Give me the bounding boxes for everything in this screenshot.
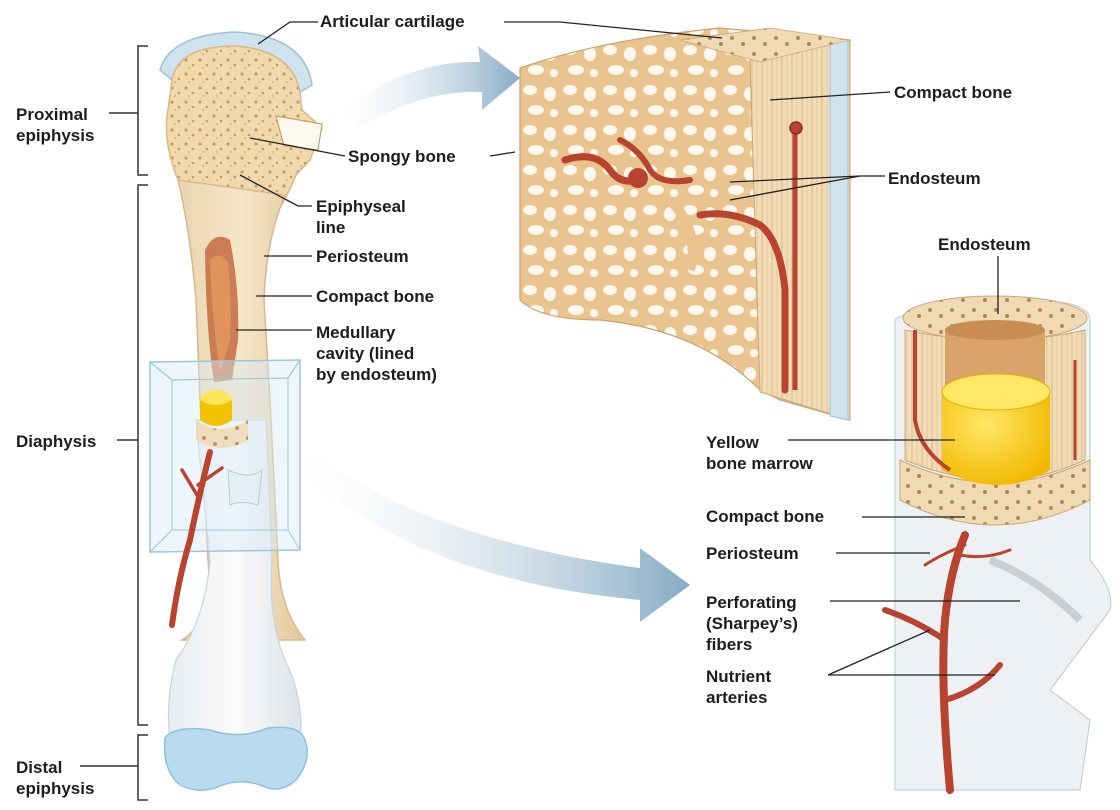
label-proximal-epiphysis-line1: Proximal <box>16 104 94 125</box>
spongy-bone-block <box>520 28 850 420</box>
label-medullary-cavity-line3: by endosteum) <box>316 364 437 385</box>
label-medullary-cavity: Medullary cavity (lined by endosteum) <box>316 322 437 385</box>
label-compact-bone-top: Compact bone <box>894 82 1012 103</box>
arrow-to-spongy-section <box>340 46 520 128</box>
label-epiphyseal-line: Epiphyseal line <box>316 196 406 238</box>
label-medullary-cavity-line2: cavity (lined <box>316 343 437 364</box>
distal-epiphysis <box>165 727 308 790</box>
label-periosteum-left: Periosteum <box>316 246 409 267</box>
region-brackets <box>80 46 148 800</box>
label-distal-epiphysis-line1: Distal <box>16 757 94 778</box>
label-compact-bone-right: Compact bone <box>706 506 824 527</box>
label-proximal-epiphysis-line2: epiphysis <box>16 125 94 146</box>
label-nutrient-arteries: Nutrient arteries <box>706 666 771 708</box>
label-epiphyseal-line-line1: Epiphyseal <box>316 196 406 217</box>
label-nutrient-arteries-line2: arteries <box>706 687 771 708</box>
label-yellow-bone-marrow-line1: Yellow <box>706 432 813 453</box>
label-diaphysis: Diaphysis <box>16 431 96 452</box>
label-medullary-cavity-line1: Medullary <box>316 322 437 343</box>
label-yellow-bone-marrow-line2: bone marrow <box>706 453 813 474</box>
label-distal-epiphysis: Distal epiphysis <box>16 757 94 799</box>
label-endosteum-right: Endosteum <box>938 234 1031 255</box>
shaft-section <box>885 296 1111 790</box>
label-proximal-epiphysis: Proximal epiphysis <box>16 104 94 146</box>
label-nutrient-arteries-line1: Nutrient <box>706 666 771 687</box>
label-distal-epiphysis-line2: epiphysis <box>16 778 94 799</box>
label-endosteum-top: Endosteum <box>888 168 981 189</box>
label-perforating-fibers-line3: fibers <box>706 634 798 655</box>
label-periosteum-right: Periosteum <box>706 543 799 564</box>
label-spongy-bone: Spongy bone <box>348 146 456 167</box>
label-perforating-fibers-line1: Perforating <box>706 592 798 613</box>
long-bone <box>150 32 322 790</box>
label-compact-bone-left: Compact bone <box>316 286 434 307</box>
label-epiphyseal-line-line2: line <box>316 217 406 238</box>
label-perforating-fibers-line2: (Sharpey’s) <box>706 613 798 634</box>
label-articular-cartilage: Articular cartilage <box>320 11 465 32</box>
label-perforating-fibers: Perforating (Sharpey’s) fibers <box>706 592 798 655</box>
arrow-to-shaft-section <box>300 452 690 622</box>
label-yellow-bone-marrow: Yellow bone marrow <box>706 432 813 474</box>
